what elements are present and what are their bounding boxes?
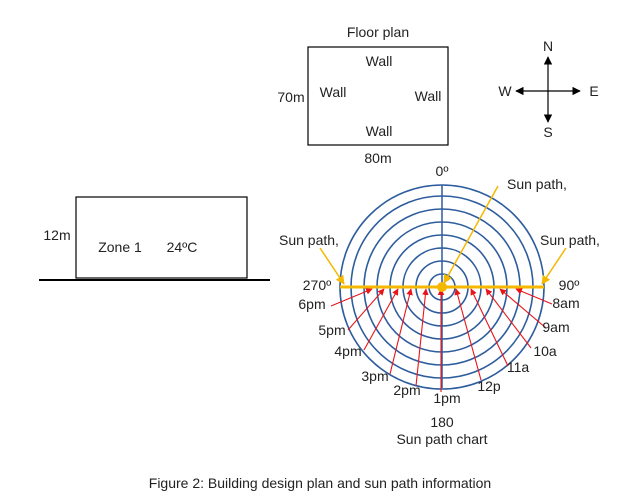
hour-label: 3pm <box>361 368 388 384</box>
hour-arrow <box>499 288 547 329</box>
compass-east-label: E <box>589 83 598 99</box>
figure-caption: Figure 2: Building design plan and sun p… <box>149 475 491 491</box>
angle-top-label: 0º <box>436 163 449 179</box>
sun-center-dot <box>437 282 447 292</box>
hour-label: 12p <box>477 378 501 394</box>
sun-path-right-leader <box>541 247 567 285</box>
floor-width-label: 80m <box>364 150 391 166</box>
compass-south-label: S <box>543 124 552 140</box>
hour-arrow <box>470 288 509 367</box>
hour-label: 10a <box>533 343 557 359</box>
sun-path-left-leader <box>319 247 345 285</box>
zone-building-rect <box>75 196 248 279</box>
sun-path-right-label: Sun path, <box>540 232 600 248</box>
zone-name-label: Zone 1 <box>98 239 142 255</box>
hour-label: 4pm <box>334 343 361 359</box>
compass-west-label: W <box>498 83 512 99</box>
hour-label: 1pm <box>433 390 460 406</box>
sun-path-top-leader <box>443 185 499 284</box>
wall-left-label: Wall <box>320 84 347 100</box>
hour-arrow <box>347 288 385 331</box>
hour-arrow <box>389 288 413 375</box>
wall-bottom-label: Wall <box>366 123 393 139</box>
angle-right-label: 90º <box>559 277 580 293</box>
sun-chart-caption: Sun path chart <box>396 431 487 447</box>
hour-arrow <box>454 288 482 381</box>
zone-height-label: 12m <box>43 227 70 243</box>
angle-bottom-label: 180 <box>430 414 454 430</box>
hour-arrow <box>515 288 553 305</box>
hour-label: 9am <box>542 319 569 335</box>
hour-arrow <box>485 288 532 349</box>
hour-arrows <box>330 288 553 392</box>
hour-arrow <box>363 288 399 351</box>
sun-path-top-label: Sun path, <box>507 176 567 192</box>
wall-right-label: Wall <box>415 88 442 104</box>
floor-height-label: 70m <box>277 89 304 105</box>
angle-left-label: 270º <box>303 277 331 293</box>
hour-arrow <box>415 288 429 387</box>
wall-top-label: Wall <box>366 53 393 69</box>
compass-north-label: N <box>543 38 553 54</box>
compass: N S E W <box>498 38 598 140</box>
zone-temperature-label: 24ºC <box>167 239 198 255</box>
hour-label: 8am <box>552 295 579 311</box>
sun-path-left-label: Sun path, <box>279 232 339 248</box>
hour-label: 11a <box>507 359 530 375</box>
floor-plan-rect <box>307 46 449 146</box>
hour-label: 5pm <box>318 322 345 338</box>
floor-plan-title: Floor plan <box>347 24 409 40</box>
hour-label: 6pm <box>298 296 325 312</box>
hour-arrow <box>330 288 373 307</box>
hour-label: 2pm <box>393 382 420 398</box>
